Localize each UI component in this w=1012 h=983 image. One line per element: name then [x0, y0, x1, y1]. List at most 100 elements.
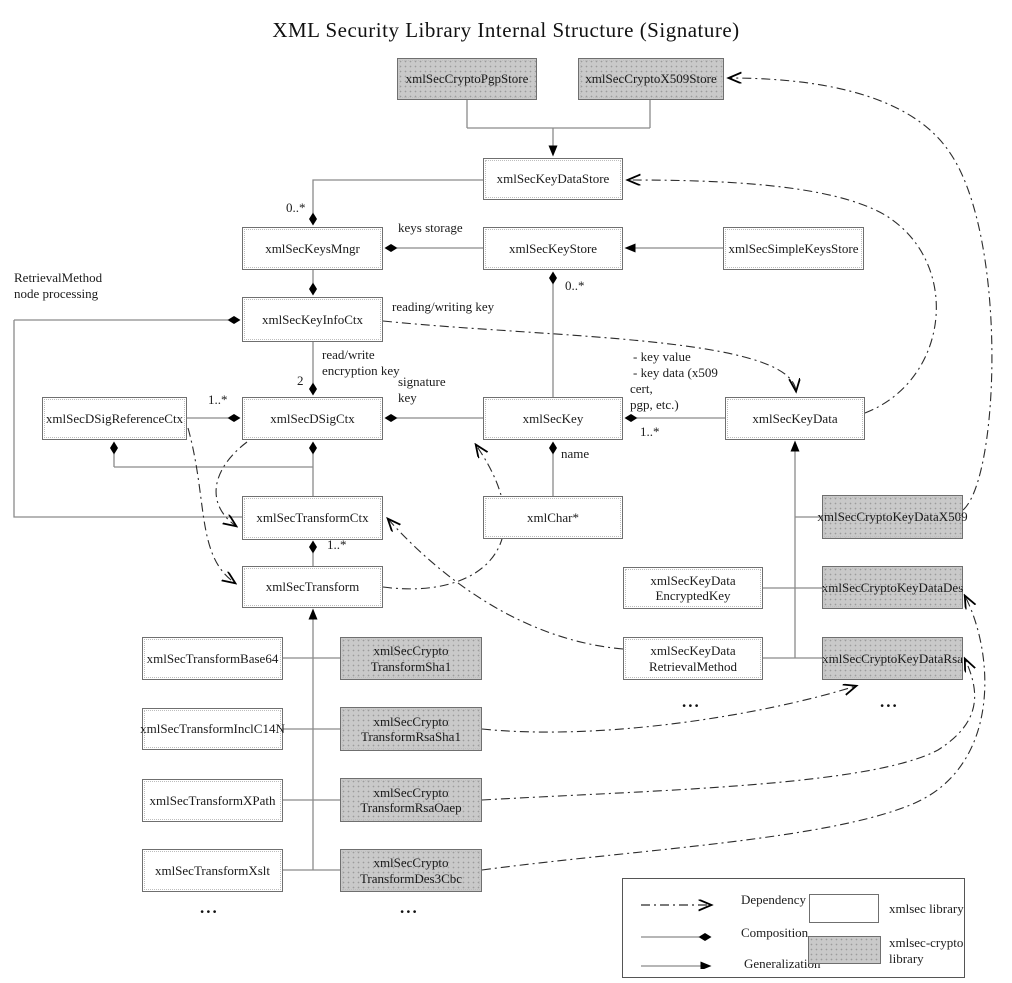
label-keys-storage: keys storage	[398, 220, 463, 235]
node-xmlsec-transform: xmlSecTransform	[242, 566, 383, 608]
node-xmlsec-key-info-ctx: xmlSecKeyInfoCtx	[242, 297, 383, 342]
edge-keydatastore-keysmngr	[309, 179, 483, 226]
legend-label-crypto-library-line2: library	[889, 951, 924, 966]
node-xmlsec-key-data: xmlSecKeyData	[725, 397, 865, 440]
node-label-line2: TransformDes3Cbc	[359, 870, 463, 886]
node-xmlsec-transform-inclc14n: xmlSecTransformInclC14N	[140, 708, 285, 750]
node-xmlsec-transform-xslt: xmlSecTransformXslt	[142, 849, 283, 892]
dep-keyinfoctx-keydata	[382, 320, 796, 391]
node-xmlsec-crypto-key-data-rsa: xmlSecCryptoKeyDataRsa	[822, 637, 963, 680]
node-label: xmlSecKey	[522, 410, 584, 426]
node-label-line2: RetrievalMethod	[648, 658, 738, 674]
node-xmlsec-key-store: xmlSecKeyStore	[483, 227, 623, 270]
node-label-line1: xmlSecKeyData	[650, 643, 736, 659]
node-label: xmlSecTransform	[265, 579, 360, 595]
node-label-line2: TransformSha1	[370, 658, 452, 674]
edge-group-stores	[466, 100, 723, 253]
node-label-line1: xmlSecCrypto	[373, 643, 449, 659]
label-multiplicity-keystore: 0..*	[565, 278, 585, 293]
node-xmlsec-dsig-reference-ctx: xmlSecDSigReferenceCtx	[42, 397, 187, 440]
label-multiplicity-key: 1..*	[640, 424, 660, 439]
label-multiplicity-keysmngr: 0..*	[286, 200, 306, 215]
label-ellipsis-crypto-keydata: ...	[880, 692, 899, 711]
diagram-title: XML Security Library Internal Structure …	[272, 18, 740, 42]
label-signature-line2: key	[398, 390, 417, 405]
node-xmlsec-transform-base64: xmlSecTransformBase64	[142, 637, 283, 680]
node-label: xmlSecDSigReferenceCtx	[45, 410, 184, 426]
node-label: xmlSecCryptoPgpStore	[405, 71, 529, 87]
label-retrievalmethod-note-line2: node processing	[14, 286, 99, 301]
legend-label-dependency: Dependency	[741, 892, 806, 907]
node-xmlsec-crypto-key-data-x509: xmlSecCryptoKeyDataX509	[817, 495, 968, 539]
node-xmlsec-transform-xpath: xmlSecTransformXPath	[142, 779, 283, 822]
node-label: xmlSecTransformInclC14N	[140, 721, 285, 737]
label-multiplicity-transform: 1..*	[327, 537, 347, 552]
node-label: xmlSecKeyStore	[508, 240, 598, 256]
legend-swatch-crypto	[808, 936, 881, 964]
legend-label-composition: Composition	[741, 925, 809, 940]
legend: Dependency Composition Generalization xm…	[622, 878, 965, 978]
edge-retrievalmethod-route	[13, 320, 242, 518]
dep-retrievalmethod-transformctx	[388, 519, 624, 650]
legend-label-crypto-library-line1: xmlsec-crypto	[889, 935, 964, 950]
node-label-line1: xmlSecCrypto	[373, 713, 449, 729]
node-label: xmlSecCryptoKeyDataRsa	[822, 650, 963, 666]
dep-transform-key	[382, 445, 506, 590]
node-label-line2: EncryptedKey	[655, 588, 731, 603]
node-label: xmlSecKeyData	[752, 410, 838, 426]
label-signature-line1: signature	[398, 374, 446, 389]
dep-rsaoaep-keydatarsa	[481, 659, 975, 801]
legend-swatch-xmlsec	[809, 894, 879, 923]
node-label-line2: TransformRsaSha1	[361, 729, 461, 744]
node-label: xmlChar*	[527, 509, 579, 525]
node-label: xmlSecTransformXslt	[154, 862, 271, 878]
node-label: xmlSecDSigCtx	[270, 410, 355, 426]
node-label-line1: xmlSecKeyData	[650, 572, 736, 588]
dep-keydata-keydatastore	[628, 180, 937, 414]
label-retrievalmethod-note-line1: RetrievalMethod	[14, 270, 103, 285]
node-label-line1: xmlSecCrypto	[373, 784, 449, 800]
node-label: xmlSecTransformXPath	[149, 792, 276, 808]
label-multiplicity-two: 2	[297, 373, 304, 388]
node-label: xmlSecCryptoKeyDataDes	[821, 579, 964, 595]
label-ellipsis-transforms: ...	[200, 898, 219, 917]
label-name: name	[561, 446, 590, 461]
node-xmlsec-crypto-key-data-des: xmlSecCryptoKeyDataDes	[822, 566, 963, 609]
label-read-write-line1: read/write	[322, 347, 375, 362]
dep-dsigrefctx-transform	[187, 427, 235, 583]
node-label-line2: TransformRsaOaep	[360, 800, 462, 815]
label-key-note-line4: pgp, etc.)	[630, 397, 679, 412]
legend-label-generalization: Generalization	[744, 956, 821, 971]
label-key-note-line3: cert,	[630, 381, 653, 396]
node-label: xmlSecTransformCtx	[256, 510, 369, 526]
node-xml-char: xmlChar*	[483, 496, 623, 539]
label-key-note-line1: - key value	[633, 349, 691, 364]
dep-des3cbc-keydatades	[481, 596, 986, 871]
dep-dsigctx-transformctx	[215, 441, 248, 526]
node-label: xmlSecKeyDataStore	[496, 171, 610, 187]
node-xmlsec-keys-mngr: xmlSecKeysMngr	[242, 227, 383, 270]
label-ellipsis-crypto-transforms: ...	[400, 898, 419, 917]
dep-keydatax509-x509store	[729, 78, 993, 511]
node-label: xmlSecCryptoX509Store	[585, 71, 717, 87]
node-xmlsec-transform-ctx: xmlSecTransformCtx	[242, 496, 383, 540]
node-xmlsec-dsig-ctx: xmlSecDSigCtx	[242, 397, 383, 440]
legend-glyphs	[641, 891, 739, 969]
edge-group-composition	[13, 179, 725, 566]
node-label: xmlSecTransformBase64	[146, 650, 279, 666]
legend-label-xmlsec-library: xmlsec library	[889, 901, 964, 916]
edge-group-dependency	[187, 78, 993, 871]
node-xmlsec-simple-keys-store: xmlSecSimpleKeysStore	[723, 227, 864, 270]
label-reading-writing-key: reading/writing key	[392, 299, 495, 314]
